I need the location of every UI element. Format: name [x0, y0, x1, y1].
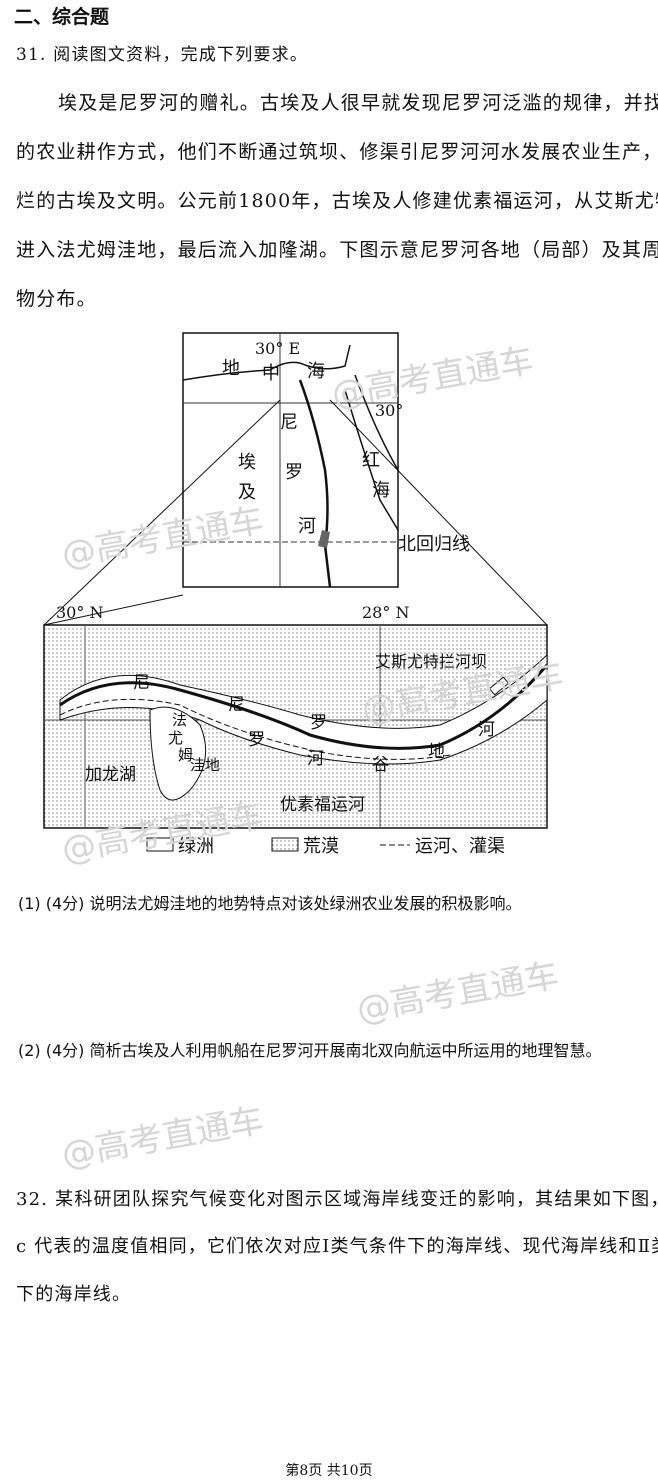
sea-char: 地 [222, 358, 240, 379]
fayum-char: 洼 [190, 756, 205, 774]
q31-sub1: (1) (4分) 说明法尤姆洼地的地势特点对该处绿洲农业发展的积极影响。 [18, 894, 522, 913]
map-legend: 绿洲 荒漠 运河、灌渠 [146, 836, 505, 857]
legend-desert: 荒漠 [303, 836, 339, 857]
fayum-char: 地 [205, 756, 220, 774]
river-char: 河 [298, 516, 316, 537]
valley-char: 河 [478, 720, 495, 740]
oasis-area [59, 653, 548, 765]
section-title: 二、综合题 [14, 6, 110, 28]
river-char: 尼 [280, 412, 298, 433]
red-sea-char: 红 [362, 450, 380, 471]
sea-char: 中 [262, 363, 280, 384]
fayum-char: 姆 [178, 746, 193, 764]
q31-stem: 31. 阅读图文资料，完成下列要求。 [16, 45, 309, 65]
q32-line: 下的海岸线。 [16, 1284, 132, 1305]
valley-char: 河 [307, 749, 324, 769]
legend-oasis: 绿洲 [178, 836, 214, 857]
nile-char: 罗 [248, 730, 265, 750]
legend-canal: 运河、灌渠 [415, 836, 505, 857]
valley-char: 地 [428, 742, 445, 762]
q31-para-line: 的农业耕作方式，他们不断通过筑坝、修渠引尼罗河河水发展农业生产，创造了光辉灿 [16, 141, 658, 163]
lake-label: 加龙湖 [85, 765, 136, 785]
overview-map: 30° E 地 中 海 30° 埃 及 尼 罗 河 红 海 北回归线 [43, 332, 548, 626]
valley-char: 谷 [372, 755, 389, 775]
canal-label: 优素福运河 [280, 795, 365, 815]
q31-para-line: 埃及是尼罗河的赠礼。古埃及人很早就发现尼罗河泛滥的规律，并找到与之相适应 [58, 92, 658, 114]
q31-para-line: 进入法尤姆洼地，最后流入加隆湖。下图示意尼罗河各地（局部）及其周边地区地理事 [16, 239, 658, 261]
lat-left-label: 30° N [56, 603, 103, 622]
nile-char: 尼 [133, 673, 150, 693]
sea-char: 海 [307, 361, 325, 382]
lat-right-label: 28° N [362, 603, 409, 622]
valley-char: 罗 [310, 713, 327, 733]
q31-para-line: 物分布。 [16, 288, 97, 310]
lat-label: 30° [375, 401, 403, 420]
country-char: 及 [238, 482, 256, 503]
watermark: @高考直通车 [58, 1100, 267, 1176]
lon-label: 30° E [255, 339, 300, 358]
red-sea-char: 海 [372, 480, 390, 501]
nile-river-line [59, 664, 549, 750]
nile-river-line [298, 379, 332, 588]
river-char: 罗 [285, 462, 303, 483]
detail-map: 尼 尼 罗 罗 河 谷 河 地 法 尤 姆 洼 地 加龙湖 优素福运河 艾斯尤特… [43, 603, 549, 829]
nile-map-figure: 30° E 地 中 海 30° 埃 及 尼 罗 河 红 海 北回归线 [43, 332, 549, 857]
page-footer: 第8页 共10页 [285, 1463, 373, 1479]
q32-line: 32. 某科研团队探究气候变化对图示区域海岸线变迁的影响，其结果如下图，图中 a… [16, 1189, 658, 1210]
tropic-label: 北回归线 [398, 534, 470, 555]
q32-line: c 代表的温度值相同，它们依次对应Ⅰ类气条件下的海岸线、现代海岸线和Ⅱ类气条件 [16, 1236, 658, 1257]
nile-char: 尼 [228, 695, 245, 715]
q31-para-line: 烂的古埃及文明。公元前1800年，古埃及人修建优素福运河，从艾斯尤特引尼罗河水 [16, 190, 658, 212]
dam-label: 艾斯尤特拦河坝 [375, 652, 487, 671]
canal-line [59, 698, 451, 760]
country-char: 埃 [238, 452, 256, 473]
watermark: @高考直通车 [353, 955, 562, 1031]
fayum-char: 尤 [168, 729, 183, 747]
q31-sub2: (2) (4分) 简析古埃及人利用帆船在尼罗河开展南北双向航运中所运用的地理智慧… [18, 1041, 602, 1060]
fayum-char: 法 [172, 711, 187, 729]
